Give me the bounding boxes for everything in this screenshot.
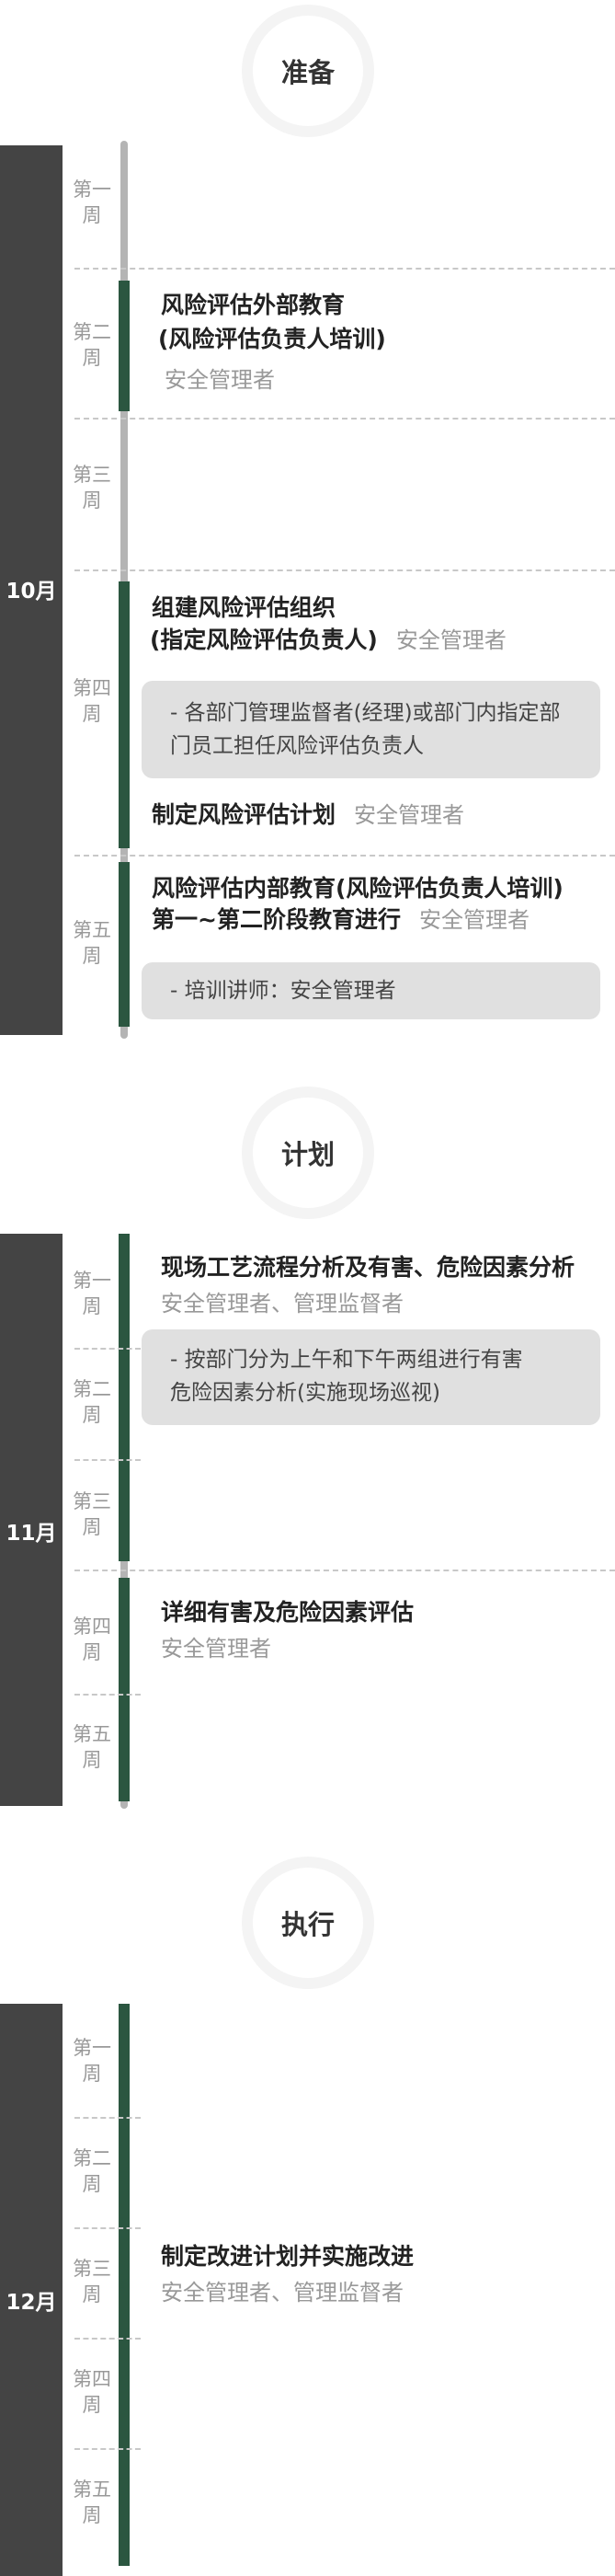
week-label: 第一周	[73, 1270, 111, 1317]
phase-title: 准备	[280, 57, 335, 88]
week-label: 第二周	[73, 321, 111, 369]
week-divider	[74, 268, 615, 270]
week-divider	[74, 418, 615, 420]
phase-badge-execute: 执行	[242, 1857, 374, 1989]
week-divider	[74, 1694, 141, 1696]
week-divider	[74, 569, 615, 571]
task-title-row: (指定风险评估负责人) 安全管理者	[150, 624, 507, 657]
task-title: 风险评估外部教育	[161, 292, 346, 318]
week-label: 第五周	[73, 2478, 111, 2526]
active-segment	[119, 1234, 130, 1561]
task-title: 现场工艺流程分析及有害、危险因素分析	[161, 1254, 575, 1281]
week-label: 第三周	[73, 1490, 111, 1538]
week-label: 第二周	[73, 2147, 111, 2195]
note-text: 危险因素分析(实施现场巡视)	[170, 1381, 440, 1405]
task-owner: 安全管理者	[165, 367, 275, 393]
note-box: - 各部门管理监督者(经理)或部门内指定部 门员工担任风险评估负责人	[142, 681, 600, 778]
phase-badge-plan: 计划	[242, 1087, 374, 1219]
phase-title: 执行	[280, 1909, 335, 1940]
note-box: - 培训讲师：安全管理者	[142, 962, 600, 1019]
phase-title: 计划	[280, 1139, 335, 1170]
active-segment	[119, 581, 130, 848]
task-owner: 安全管理者	[354, 802, 465, 828]
active-segment	[119, 1578, 130, 1801]
month-bar-december	[0, 2004, 63, 2576]
task-title: (风险评估负责人培训)	[158, 326, 386, 352]
month-bar-november	[0, 1234, 63, 1806]
task-title: (指定风险评估负责人)	[150, 627, 378, 653]
task-owner: 安全管理者、管理监督者	[161, 2280, 404, 2306]
week-divider	[74, 1348, 141, 1350]
week-label: 第四周	[73, 1616, 111, 1663]
task-title-row: 第一~第二阶段教育进行安全管理者	[152, 903, 530, 937]
task-title-row: 制定风险评估计划安全管理者	[152, 799, 464, 832]
week-divider	[74, 2338, 141, 2340]
active-segment	[119, 281, 130, 411]
week-divider	[74, 2448, 141, 2450]
week-label: 第三周	[73, 464, 111, 512]
note-box: - 按部门分为上午和下午两组进行有害 危险因素分析(实施现场巡视)	[142, 1329, 600, 1425]
task-title: 制定风险评估计划	[152, 801, 336, 828]
month-label: 11月	[6, 1522, 57, 1546]
week-label: 第一周	[73, 2037, 111, 2085]
month-bar-october	[0, 145, 63, 1035]
week-divider	[74, 2227, 141, 2229]
task-title: 风险评估内部教育(风险评估负责人培训)	[152, 875, 564, 902]
week-label: 第一周	[73, 178, 111, 226]
week-label: 第五周	[73, 919, 111, 967]
task-owner: 安全管理者	[395, 627, 507, 653]
active-segment	[119, 2004, 130, 2566]
week-label: 第四周	[73, 2368, 111, 2416]
task-owner: 安全管理者	[418, 907, 530, 933]
week-label: 第二周	[73, 1378, 111, 1426]
note-text: - 各部门管理监督者(经理)或部门内指定部	[170, 701, 561, 725]
week-divider	[74, 855, 615, 857]
week-divider	[74, 2117, 141, 2119]
note-text: - 按部门分为上午和下午两组进行有害	[170, 1348, 523, 1372]
week-label: 第三周	[73, 2258, 111, 2306]
week-divider	[74, 1459, 141, 1461]
note-text: - 培训讲师：安全管理者	[170, 979, 396, 1003]
month-label: 10月	[6, 580, 57, 604]
note-text: 门员工担任风险评估负责人	[170, 734, 424, 758]
active-segment	[119, 862, 130, 1027]
week-label: 第五周	[73, 1723, 111, 1771]
week-divider	[74, 1570, 615, 1571]
week-label: 第四周	[73, 677, 111, 725]
task-owner: 安全管理者	[161, 1636, 271, 1662]
task-title: 组建风险评估组织	[152, 594, 336, 621]
task-title: 详细有害及危险因素评估	[161, 1599, 415, 1626]
task-title: 第一~第二阶段教育进行	[152, 906, 401, 933]
month-label: 12月	[6, 2291, 57, 2315]
task-owner: 安全管理者、管理监督者	[161, 1291, 404, 1317]
task-title: 制定改进计划并实施改进	[161, 2243, 415, 2270]
phase-badge-prepare: 准备	[242, 5, 374, 137]
